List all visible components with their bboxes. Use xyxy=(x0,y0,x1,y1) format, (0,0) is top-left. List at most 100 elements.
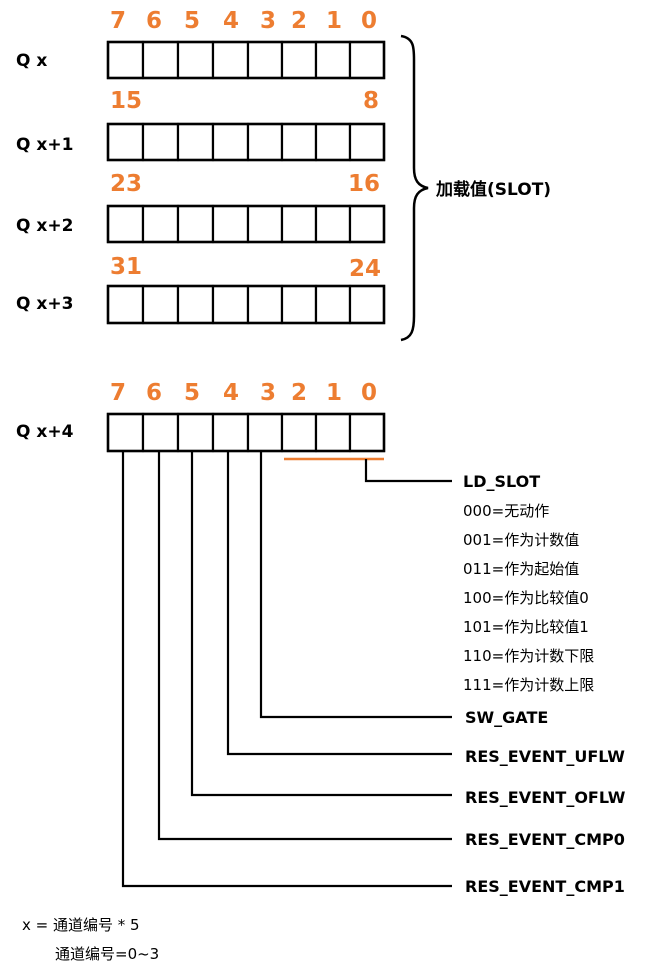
control-bit-numbers: 7 6 5 4 3 2 1 0 xyxy=(110,380,377,406)
register-row-qx1: 15 8 Q x+1 xyxy=(16,88,386,162)
bit-number-2: 2 xyxy=(291,380,307,406)
row-label: Q x+3 xyxy=(16,294,73,314)
bit-number-0: 0 xyxy=(361,8,377,34)
res-event-cmp1-label: RES_EVENT_CMP1 xyxy=(465,877,625,896)
row-frame xyxy=(106,284,386,325)
bit-cell xyxy=(176,284,215,325)
bit-number-1: 1 xyxy=(326,8,342,34)
bit-cell xyxy=(280,284,318,325)
brace-label: 加载值(SLOT) xyxy=(435,179,551,200)
bit-cell xyxy=(314,412,352,453)
bit-cell xyxy=(106,122,145,162)
bit-cell xyxy=(348,204,386,244)
bit-cell xyxy=(280,412,318,453)
row-frame xyxy=(106,122,386,162)
row-low-bit: 24 xyxy=(349,256,381,282)
bit-cell xyxy=(246,122,284,162)
bit-number-7: 7 xyxy=(110,380,126,406)
bit-cell xyxy=(314,40,352,80)
res-event-cmp0-connector xyxy=(157,451,452,841)
bit-cell xyxy=(106,40,145,80)
register-row-qx4: Q x+4 xyxy=(16,412,386,453)
row-frame xyxy=(106,204,386,244)
bit-cell xyxy=(211,40,250,80)
sw-gate-connector xyxy=(259,451,452,719)
footnote-range: 通道编号=0~3 xyxy=(55,945,159,963)
bit-cell xyxy=(280,40,318,80)
bit-number-5: 5 xyxy=(184,380,200,406)
bit-cell xyxy=(348,122,386,162)
bit-cell xyxy=(141,204,180,244)
row-frame xyxy=(106,40,386,80)
register-row-qx2: 23 16 Q x+2 xyxy=(16,171,386,244)
bit-cell xyxy=(348,284,386,325)
row-label: Q x+2 xyxy=(16,216,73,236)
row-low-bit: 8 xyxy=(363,88,379,114)
bit-cell xyxy=(141,284,180,325)
ld-slot-options: 000=无动作 001=作为计数值 011=作为起始值 100=作为比较值0 1… xyxy=(463,502,594,694)
bit-number-1: 1 xyxy=(326,380,342,406)
bit-cell xyxy=(280,122,318,162)
register-row-qx: Q x xyxy=(16,40,386,80)
row-label: Q x+1 xyxy=(16,135,73,155)
top-bit-numbers: 7 6 5 4 3 2 1 0 xyxy=(110,8,377,34)
ld-slot-option: 000=无动作 xyxy=(463,502,549,520)
bit-cell xyxy=(176,40,215,80)
bit-number-5: 5 xyxy=(184,8,200,34)
bit-cell xyxy=(141,412,180,453)
row-label: Q x+4 xyxy=(16,422,74,442)
bit-cell xyxy=(246,412,284,453)
bit-cell xyxy=(106,204,145,244)
ld-slot-option: 110=作为计数下限 xyxy=(463,647,594,665)
bit-number-6: 6 xyxy=(146,8,162,34)
res-event-oflw-label: RES_EVENT_OFLW xyxy=(465,788,626,807)
row-label: Q x xyxy=(16,51,47,71)
bit-cell xyxy=(176,122,215,162)
row-high-bit: 31 xyxy=(110,254,142,280)
ld-slot-option: 101=作为比较值1 xyxy=(463,618,589,636)
bit-number-7: 7 xyxy=(110,8,126,34)
row-high-bit: 15 xyxy=(110,88,142,114)
bit-cell xyxy=(141,122,180,162)
bit-cell xyxy=(314,284,352,325)
ld-slot-label: LD_SLOT xyxy=(463,472,540,491)
bit-cell xyxy=(348,40,386,80)
row-low-bit: 16 xyxy=(348,171,380,197)
bit-cell xyxy=(211,204,250,244)
bit-cell xyxy=(280,204,318,244)
brace-icon xyxy=(400,34,429,342)
bit-number-2: 2 xyxy=(291,8,307,34)
res-event-cmp0-label: RES_EVENT_CMP0 xyxy=(465,830,625,849)
bit-number-3: 3 xyxy=(260,8,276,34)
bit-cell xyxy=(246,40,284,80)
res-event-cmp1-connector xyxy=(121,451,452,888)
row-frame xyxy=(106,412,386,453)
ld-slot-option: 100=作为比较值0 xyxy=(463,589,589,607)
ld-slot-connector xyxy=(364,459,452,483)
bit-cell xyxy=(314,122,352,162)
bit-number-0: 0 xyxy=(361,380,377,406)
ld-slot-option: 011=作为起始值 xyxy=(463,560,579,578)
bit-cell xyxy=(348,412,386,453)
bit-cell xyxy=(314,204,352,244)
res-event-uflw-connector xyxy=(226,451,452,756)
bit-cell xyxy=(141,40,180,80)
bit-number-4: 4 xyxy=(223,380,239,406)
bit-cell xyxy=(176,204,215,244)
res-event-oflw-connector xyxy=(190,451,452,797)
ld-slot-option: 111=作为计数上限 xyxy=(463,676,594,694)
row-high-bit: 23 xyxy=(110,171,142,197)
bit-cell xyxy=(211,284,250,325)
bit-cell xyxy=(106,412,145,453)
footnote-formula: x = 通道编号 * 5 xyxy=(22,916,140,934)
bit-number-3: 3 xyxy=(260,380,276,406)
register-row-qx3: 31 24 Q x+3 xyxy=(16,254,386,325)
bit-number-6: 6 xyxy=(146,380,162,406)
bit-number-4: 4 xyxy=(223,8,239,34)
bit-cell xyxy=(246,204,284,244)
bit-cell xyxy=(176,412,215,453)
bit-cell xyxy=(106,284,145,325)
sw-gate-label: SW_GATE xyxy=(465,708,548,727)
bit-cell xyxy=(246,284,284,325)
